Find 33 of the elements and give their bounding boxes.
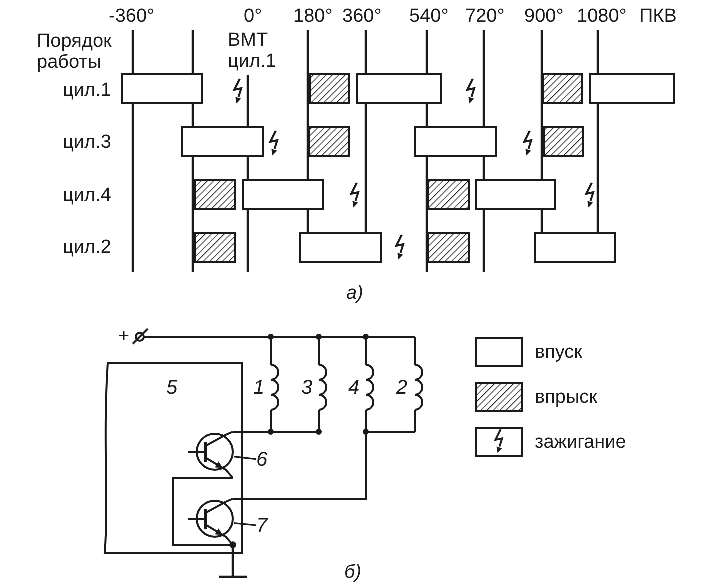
callout-number: 2 bbox=[396, 378, 408, 398]
tick-label: -360° bbox=[109, 6, 155, 26]
legend-label: зажигание bbox=[535, 432, 626, 452]
row-label: цил.2 bbox=[63, 238, 112, 256]
legend-label: впуск bbox=[535, 342, 582, 362]
leader-line bbox=[234, 456, 257, 460]
tick-label: 180° bbox=[294, 6, 333, 26]
row-heading: Порядок работы bbox=[37, 32, 112, 74]
axis-unit-label: ПКВ bbox=[640, 6, 677, 26]
callout-number: 7 bbox=[256, 516, 268, 536]
tick-label: 540° bbox=[410, 6, 449, 26]
row-label: цил.4 bbox=[63, 186, 112, 204]
subfigure-label: б) bbox=[344, 562, 362, 582]
callout-number: 4 bbox=[348, 378, 360, 398]
leader-line bbox=[234, 522, 257, 526]
tick-label: 0° bbox=[244, 6, 262, 26]
tick-label: 720° bbox=[466, 6, 505, 26]
transistor-symbol bbox=[186, 497, 234, 545]
callout-number: 6 bbox=[256, 450, 268, 470]
tick-label: 1080° bbox=[577, 6, 627, 26]
callout-number: 3 bbox=[302, 378, 313, 398]
wire bbox=[172, 477, 236, 548]
row-label: цил.3 bbox=[63, 132, 112, 152]
subfigure-label: а) bbox=[346, 284, 364, 302]
row-label: цил.1 bbox=[63, 80, 112, 100]
circuit-block bbox=[103, 361, 244, 555]
transistor-symbol bbox=[186, 430, 234, 478]
tick-label: 900° bbox=[524, 6, 564, 26]
legend-label: впрыск bbox=[535, 388, 598, 406]
callout-number: 5 bbox=[166, 378, 178, 398]
tick-label: 360° bbox=[342, 6, 382, 26]
polarity-sign: + bbox=[118, 326, 130, 346]
callout-number: 1 bbox=[254, 378, 265, 398]
